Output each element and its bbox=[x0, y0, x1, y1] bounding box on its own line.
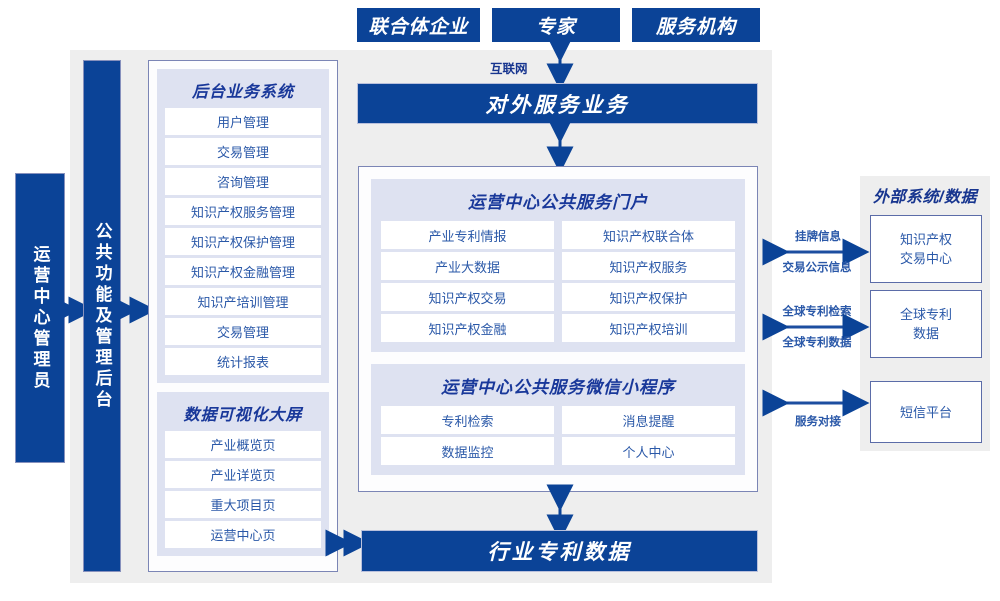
external-box-sms-platform[interactable]: 短信平台 bbox=[870, 381, 982, 443]
list-item[interactable]: 咨询管理 bbox=[165, 168, 321, 195]
rail-label: 运营中心管理员 bbox=[30, 244, 50, 392]
group-wechat-miniprogram: 运营中心公共服务微信小程序 专利检索 消息提醒 数据监控 个人中心 bbox=[371, 364, 745, 475]
list-item[interactable]: 知识产权金融 bbox=[381, 314, 554, 342]
rail-operations-center-admin[interactable]: 运营中心管理员 bbox=[15, 173, 65, 463]
list-item[interactable]: 知识产权保护管理 bbox=[165, 228, 321, 255]
list-item[interactable]: 知识产权服务管理 bbox=[165, 198, 321, 225]
list-item[interactable]: 统计报表 bbox=[165, 348, 321, 375]
actor-label: 专家 bbox=[535, 16, 576, 38]
rail-label: 公共功能及管理后台 bbox=[92, 221, 112, 411]
list-item[interactable]: 运营中心页 bbox=[165, 521, 321, 548]
list-item[interactable]: 产业大数据 bbox=[381, 252, 554, 280]
group-public-service-portal: 运营中心公共服务门户 产业专利情报 知识产权联合体 产业大数据 知识产权服务 知… bbox=[371, 179, 745, 352]
list-item[interactable]: 产业概览页 bbox=[165, 431, 321, 458]
external-link-arrow-ip-exchange bbox=[762, 238, 870, 266]
external-box-label: 全球专利数据 bbox=[899, 307, 952, 341]
portal-grid: 产业专利情报 知识产权联合体 产业大数据 知识产权服务 知识产权交易 知识产权保… bbox=[381, 221, 735, 342]
service-to-portal-arrow bbox=[546, 116, 574, 174]
group-data-visualization-dashboard: 数据可视化大屏 产业概览页 产业详览页 重大项目页 运营中心页 bbox=[157, 392, 329, 556]
left-panel-to-industry-data-arrow bbox=[325, 529, 371, 557]
list-item[interactable]: 知识产权交易 bbox=[381, 283, 554, 311]
backend-to-left-panel-arrow bbox=[111, 296, 157, 324]
actor-label: 服务机构 bbox=[655, 16, 736, 38]
external-link-arrow-global-patent bbox=[762, 313, 870, 341]
list-item[interactable]: 专利检索 bbox=[381, 406, 554, 434]
group-title: 后台业务系统 bbox=[191, 84, 294, 101]
actor-box-expert[interactable]: 专家 bbox=[492, 8, 620, 42]
list-item[interactable]: 用户管理 bbox=[165, 108, 321, 135]
link-label-transaction-disclosure: 交易公示信息 bbox=[782, 262, 852, 274]
list-item[interactable]: 知识产权培训 bbox=[562, 314, 735, 342]
list-item[interactable]: 知识产培训管理 bbox=[165, 288, 321, 315]
rail-common-functions-backend[interactable]: 公共功能及管理后台 bbox=[83, 60, 121, 572]
external-systems-title: 外部系统/数据 bbox=[873, 189, 977, 206]
actor-label: 联合体企业 bbox=[368, 16, 469, 38]
external-box-label: 短信平台 bbox=[899, 404, 952, 420]
external-box-global-patent-data[interactable]: 全球专利数据 bbox=[870, 290, 982, 358]
list-item[interactable]: 知识产权保护 bbox=[562, 283, 735, 311]
list-item[interactable]: 交易管理 bbox=[165, 318, 321, 345]
actor-box-service-agency[interactable]: 服务机构 bbox=[632, 8, 760, 42]
bar-label: 行业专利数据 bbox=[487, 541, 632, 564]
list-item[interactable]: 知识产权服务 bbox=[562, 252, 735, 280]
internet-label: 互联网 bbox=[490, 62, 528, 76]
list-item[interactable]: 知识产权金融管理 bbox=[165, 258, 321, 285]
list-item[interactable]: 产业详览页 bbox=[165, 461, 321, 488]
group-title: 运营中心公共服务微信小程序 bbox=[441, 378, 675, 397]
list-item[interactable]: 数据监控 bbox=[381, 437, 554, 465]
internet-connector-arrow bbox=[546, 35, 574, 91]
portal-to-industry-data-arrow bbox=[546, 484, 574, 542]
miniprogram-grid: 专利检索 消息提醒 数据监控 个人中心 bbox=[381, 406, 735, 465]
left-panel-backoffice: 后台业务系统 用户管理 交易管理 咨询管理 知识产权服务管理 知识产权保护管理 … bbox=[148, 60, 338, 572]
external-link-arrow-sms bbox=[762, 389, 870, 417]
list-item[interactable]: 知识产权联合体 bbox=[562, 221, 735, 249]
actor-box-alliance-enterprise[interactable]: 联合体企业 bbox=[357, 8, 480, 42]
list-item[interactable]: 个人中心 bbox=[562, 437, 735, 465]
external-box-label: 知识产权交易中心 bbox=[899, 232, 952, 266]
group-backoffice-business-system: 后台业务系统 用户管理 交易管理 咨询管理 知识产权服务管理 知识产权保护管理 … bbox=[157, 69, 329, 383]
external-service-business-bar[interactable]: 对外服务业务 bbox=[357, 83, 758, 124]
group-title: 运营中心公共服务门户 bbox=[468, 193, 648, 212]
list-item[interactable]: 重大项目页 bbox=[165, 491, 321, 518]
admin-to-backoffice-arrow bbox=[52, 296, 96, 324]
link-label-global-patent-data: 全球专利数据 bbox=[782, 337, 852, 349]
list-item[interactable]: 消息提醒 bbox=[562, 406, 735, 434]
link-label-listing-info: 挂牌信息 bbox=[795, 231, 841, 243]
bar-label: 对外服务业务 bbox=[485, 93, 630, 117]
link-label-service-integration: 服务对接 bbox=[795, 416, 841, 428]
external-box-ip-exchange-center[interactable]: 知识产权交易中心 bbox=[870, 215, 982, 283]
group-title: 数据可视化大屏 bbox=[183, 407, 303, 424]
list-item[interactable]: 产业专利情报 bbox=[381, 221, 554, 249]
list-item[interactable]: 交易管理 bbox=[165, 138, 321, 165]
link-label-global-patent-search: 全球专利检索 bbox=[782, 306, 852, 318]
industry-patent-data-bar[interactable]: 行业专利数据 bbox=[361, 530, 758, 572]
center-panel-public-services: 运营中心公共服务门户 产业专利情报 知识产权联合体 产业大数据 知识产权服务 知… bbox=[358, 166, 758, 492]
